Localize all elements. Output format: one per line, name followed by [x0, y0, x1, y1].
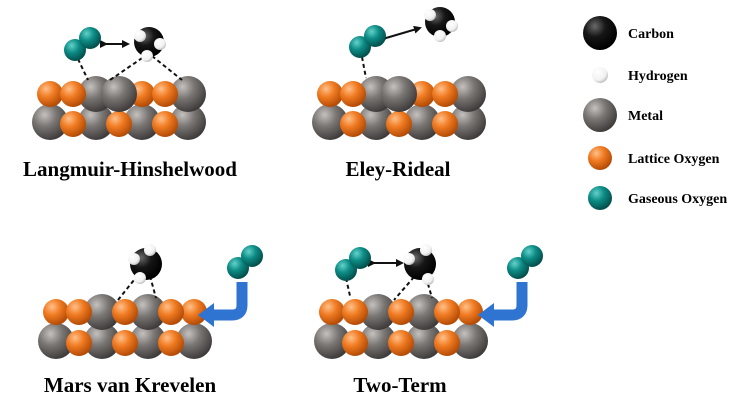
- tt-bond: [393, 276, 415, 301]
- er-interaction-arrow: [379, 25, 422, 44]
- hydrogen-atom: [403, 253, 415, 265]
- lh-bond: [151, 55, 183, 81]
- legend-label-lattice-oxygen: Lattice Oxygen: [628, 152, 720, 167]
- mechanism-label-eley-rideal: Eley-Rideal: [346, 157, 451, 181]
- mechanism-label-two-term: Two-Term: [353, 373, 447, 397]
- hydrogen-atom: [141, 50, 153, 62]
- er-surface: [312, 76, 486, 140]
- mvk-bond: [117, 274, 139, 301]
- panel-two-term: Two-Term: [314, 244, 543, 397]
- legend-label-carbon: Carbon: [628, 27, 674, 42]
- gaseous-oxygen-atom: [64, 39, 86, 61]
- hydrogen-atom: [424, 9, 436, 21]
- panel-eley-rideal: Eley-Rideal: [312, 7, 486, 181]
- tt-surface: [314, 294, 488, 359]
- mvk-supply-arrow-head: [198, 303, 214, 327]
- legend: Carbon Hydrogen Metal Lattice Oxygen Gas…: [583, 16, 727, 210]
- hydrogen-atom: [420, 244, 432, 256]
- legend-item-metal: Metal: [583, 98, 663, 132]
- legend-item-gaseous-oxygen: Gaseous Oxygen: [588, 186, 727, 210]
- gaseous-oxygen-atom: [521, 245, 543, 267]
- er-bond: [361, 56, 367, 79]
- hydrogen-atom: [134, 30, 146, 42]
- carbon-swatch: [583, 16, 617, 50]
- gaseous-oxygen-atom: [79, 27, 101, 49]
- mechanism-label-mars-van-krevelen: Mars van Krevelen: [44, 373, 217, 397]
- mvk-bond: [149, 275, 157, 299]
- legend-label-gaseous-oxygen: Gaseous Oxygen: [628, 192, 727, 207]
- hydrogen-atom: [128, 253, 140, 265]
- panel-langmuir-hinshelwood: Langmuir-Hinshelwood: [23, 27, 237, 181]
- tt-bond: [345, 277, 351, 297]
- tt-supply-arrow-shaft: [492, 282, 528, 321]
- metal-swatch: [583, 98, 617, 132]
- hydrogen-atom: [446, 20, 458, 32]
- gaseous-oxygen-atom: [364, 25, 386, 47]
- hydrogen-atom: [154, 38, 166, 50]
- gaseous-oxygen-swatch: [588, 186, 612, 210]
- hydrogen-atom: [422, 273, 434, 285]
- panel-mars-van-krevelen: Mars van Krevelen: [38, 244, 263, 397]
- mvk-surface: [38, 294, 212, 359]
- lattice-oxygen-swatch: [588, 146, 612, 170]
- hydrogen-atom: [134, 272, 146, 284]
- mechanism-label-langmuir-hinshelwood: Langmuir-Hinshelwood: [23, 157, 237, 181]
- legend-item-carbon: Carbon: [583, 16, 674, 50]
- mvk-supply-arrow-shaft: [212, 282, 248, 321]
- legend-item-hydrogen: Hydrogen: [592, 67, 688, 84]
- tt-supply-arrow-head: [478, 303, 494, 327]
- lh-surface: [32, 76, 206, 140]
- hydrogen-swatch: [592, 67, 608, 83]
- gaseous-oxygen-atom: [241, 245, 263, 267]
- legend-label-metal: Metal: [628, 109, 663, 124]
- hydrogen-atom: [144, 244, 156, 256]
- hydrogen-atom: [434, 30, 446, 42]
- legend-item-lattice-oxygen: Lattice Oxygen: [588, 146, 720, 170]
- legend-label-hydrogen: Hydrogen: [628, 69, 688, 84]
- gaseous-oxygen-atom: [349, 247, 371, 269]
- lh-bond: [77, 58, 89, 81]
